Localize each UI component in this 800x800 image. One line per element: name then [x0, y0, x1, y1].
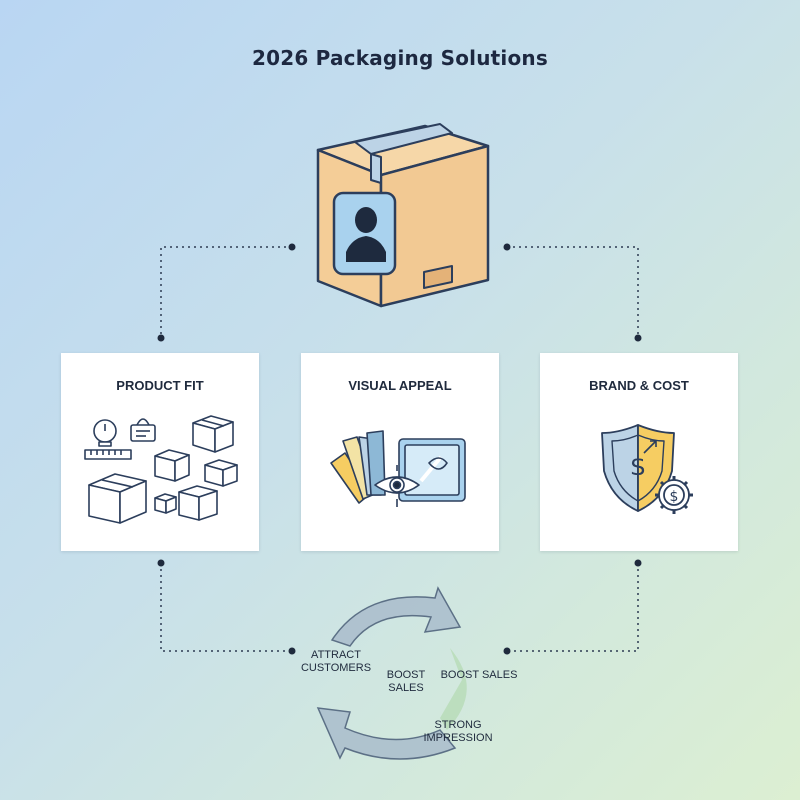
- cycle-label-strong-impression: STRONG IMPRESSION: [423, 719, 493, 744]
- cycle-label-attract-customers: ATTRACT CUSTOMERS: [300, 649, 372, 674]
- connector-right-bottom: [507, 563, 639, 652]
- svg-text:$: $: [670, 489, 679, 505]
- page-title: 2026 Packaging Solutions: [252, 46, 548, 70]
- connector-dot: [634, 334, 642, 342]
- svg-text:$: $: [630, 452, 647, 482]
- connector-dot: [503, 243, 511, 251]
- shield-dollar-icon: $: [601, 424, 675, 512]
- picture-frame-icon: [398, 438, 466, 502]
- connector-dot: [503, 647, 511, 655]
- large-box-icon: [88, 473, 147, 524]
- connector-left-top: [160, 246, 292, 338]
- gear-dollar-icon: $: [655, 476, 693, 514]
- ruler-icon: [84, 449, 132, 460]
- cycle-label-boost-sales-left: BOOST SALES: [386, 669, 426, 694]
- cycle-arrow-top: [330, 586, 462, 647]
- card-product-fit: PRODUCT FIT: [61, 353, 259, 551]
- connector-dot: [288, 647, 296, 655]
- connector-left-bottom: [160, 563, 292, 652]
- connector-right-top: [507, 246, 639, 338]
- cycle-arrow-bottom: [316, 707, 457, 760]
- small-box-icon: [154, 493, 177, 514]
- connector-dot: [634, 559, 642, 567]
- small-box-icon: [154, 449, 190, 482]
- visual-appeal-illustration: [330, 430, 466, 507]
- cycle-arrow-right: [440, 648, 467, 730]
- eye-icon: [374, 465, 420, 507]
- product-fit-illustration: [84, 415, 238, 524]
- connector-dot: [288, 243, 296, 251]
- small-box-icon: [178, 485, 218, 521]
- color-swatch-icon: [330, 430, 386, 504]
- card-title-product-fit: PRODUCT FIT: [116, 378, 204, 393]
- cycle-arrows: [316, 586, 467, 760]
- brand-cost-illustration: $ $: [601, 424, 693, 514]
- small-box-icon: [192, 415, 234, 453]
- small-box-icon: [204, 459, 238, 487]
- card-title-visual-appeal: VISUAL APPEAL: [348, 378, 452, 393]
- card-title-brand-cost: BRAND & COST: [589, 378, 689, 393]
- card-visual-appeal: VISUAL APPEAL: [301, 353, 499, 551]
- cardboard-box-icon: [316, 123, 490, 308]
- connector-dot: [157, 559, 165, 567]
- scale-gauge-icon: [93, 419, 117, 447]
- cycle-label-boost-sales-right: BOOST SALES: [440, 669, 518, 681]
- shopping-bag-icon: [130, 418, 156, 442]
- card-brand-cost: BRAND & COST $ $: [540, 353, 738, 551]
- connector-dot: [157, 334, 165, 342]
